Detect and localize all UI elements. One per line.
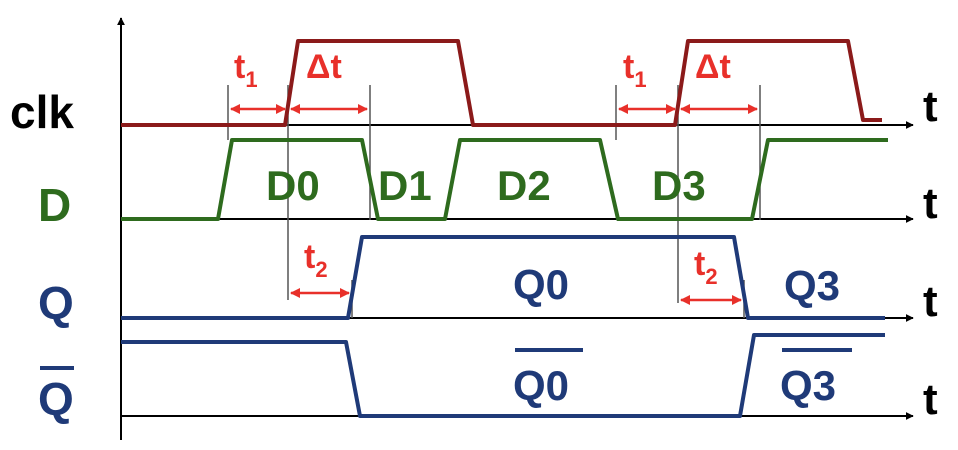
qbar-waveform bbox=[121, 333, 885, 418]
q-signal-label: Q bbox=[38, 277, 74, 329]
qbar-signal-label: Q bbox=[38, 373, 74, 425]
t1-label: t1 bbox=[623, 48, 647, 92]
qbar-segment-label: Q0 bbox=[513, 362, 569, 409]
d-segment-label: D2 bbox=[497, 162, 551, 209]
interval-arrows bbox=[230, 104, 758, 305]
t1-label: t1 bbox=[234, 48, 258, 92]
q-waveform bbox=[121, 235, 885, 320]
dt-label: Δt bbox=[695, 48, 731, 86]
d-signal-label: D bbox=[38, 179, 71, 231]
clk-signal-label: clk bbox=[10, 86, 74, 138]
time-axis-label: t bbox=[923, 82, 938, 131]
time-axis-label: t bbox=[923, 375, 938, 424]
dt-label: Δt bbox=[306, 48, 342, 86]
d-segment-label: D0 bbox=[266, 162, 320, 209]
d-segment-label: D1 bbox=[378, 162, 432, 209]
d-waveform bbox=[121, 138, 888, 221]
clk-waveform bbox=[121, 39, 882, 127]
q-segment-label: Q0 bbox=[513, 261, 569, 308]
d-segment-label: D3 bbox=[652, 162, 706, 209]
time-axis-label: t bbox=[923, 277, 938, 326]
q-segment-label: Q3 bbox=[784, 262, 840, 309]
t2-label: t2 bbox=[694, 245, 718, 289]
qbar-segment-label: Q3 bbox=[780, 362, 836, 409]
time-axis-label: t bbox=[923, 179, 938, 228]
t2-label: t2 bbox=[304, 238, 328, 282]
